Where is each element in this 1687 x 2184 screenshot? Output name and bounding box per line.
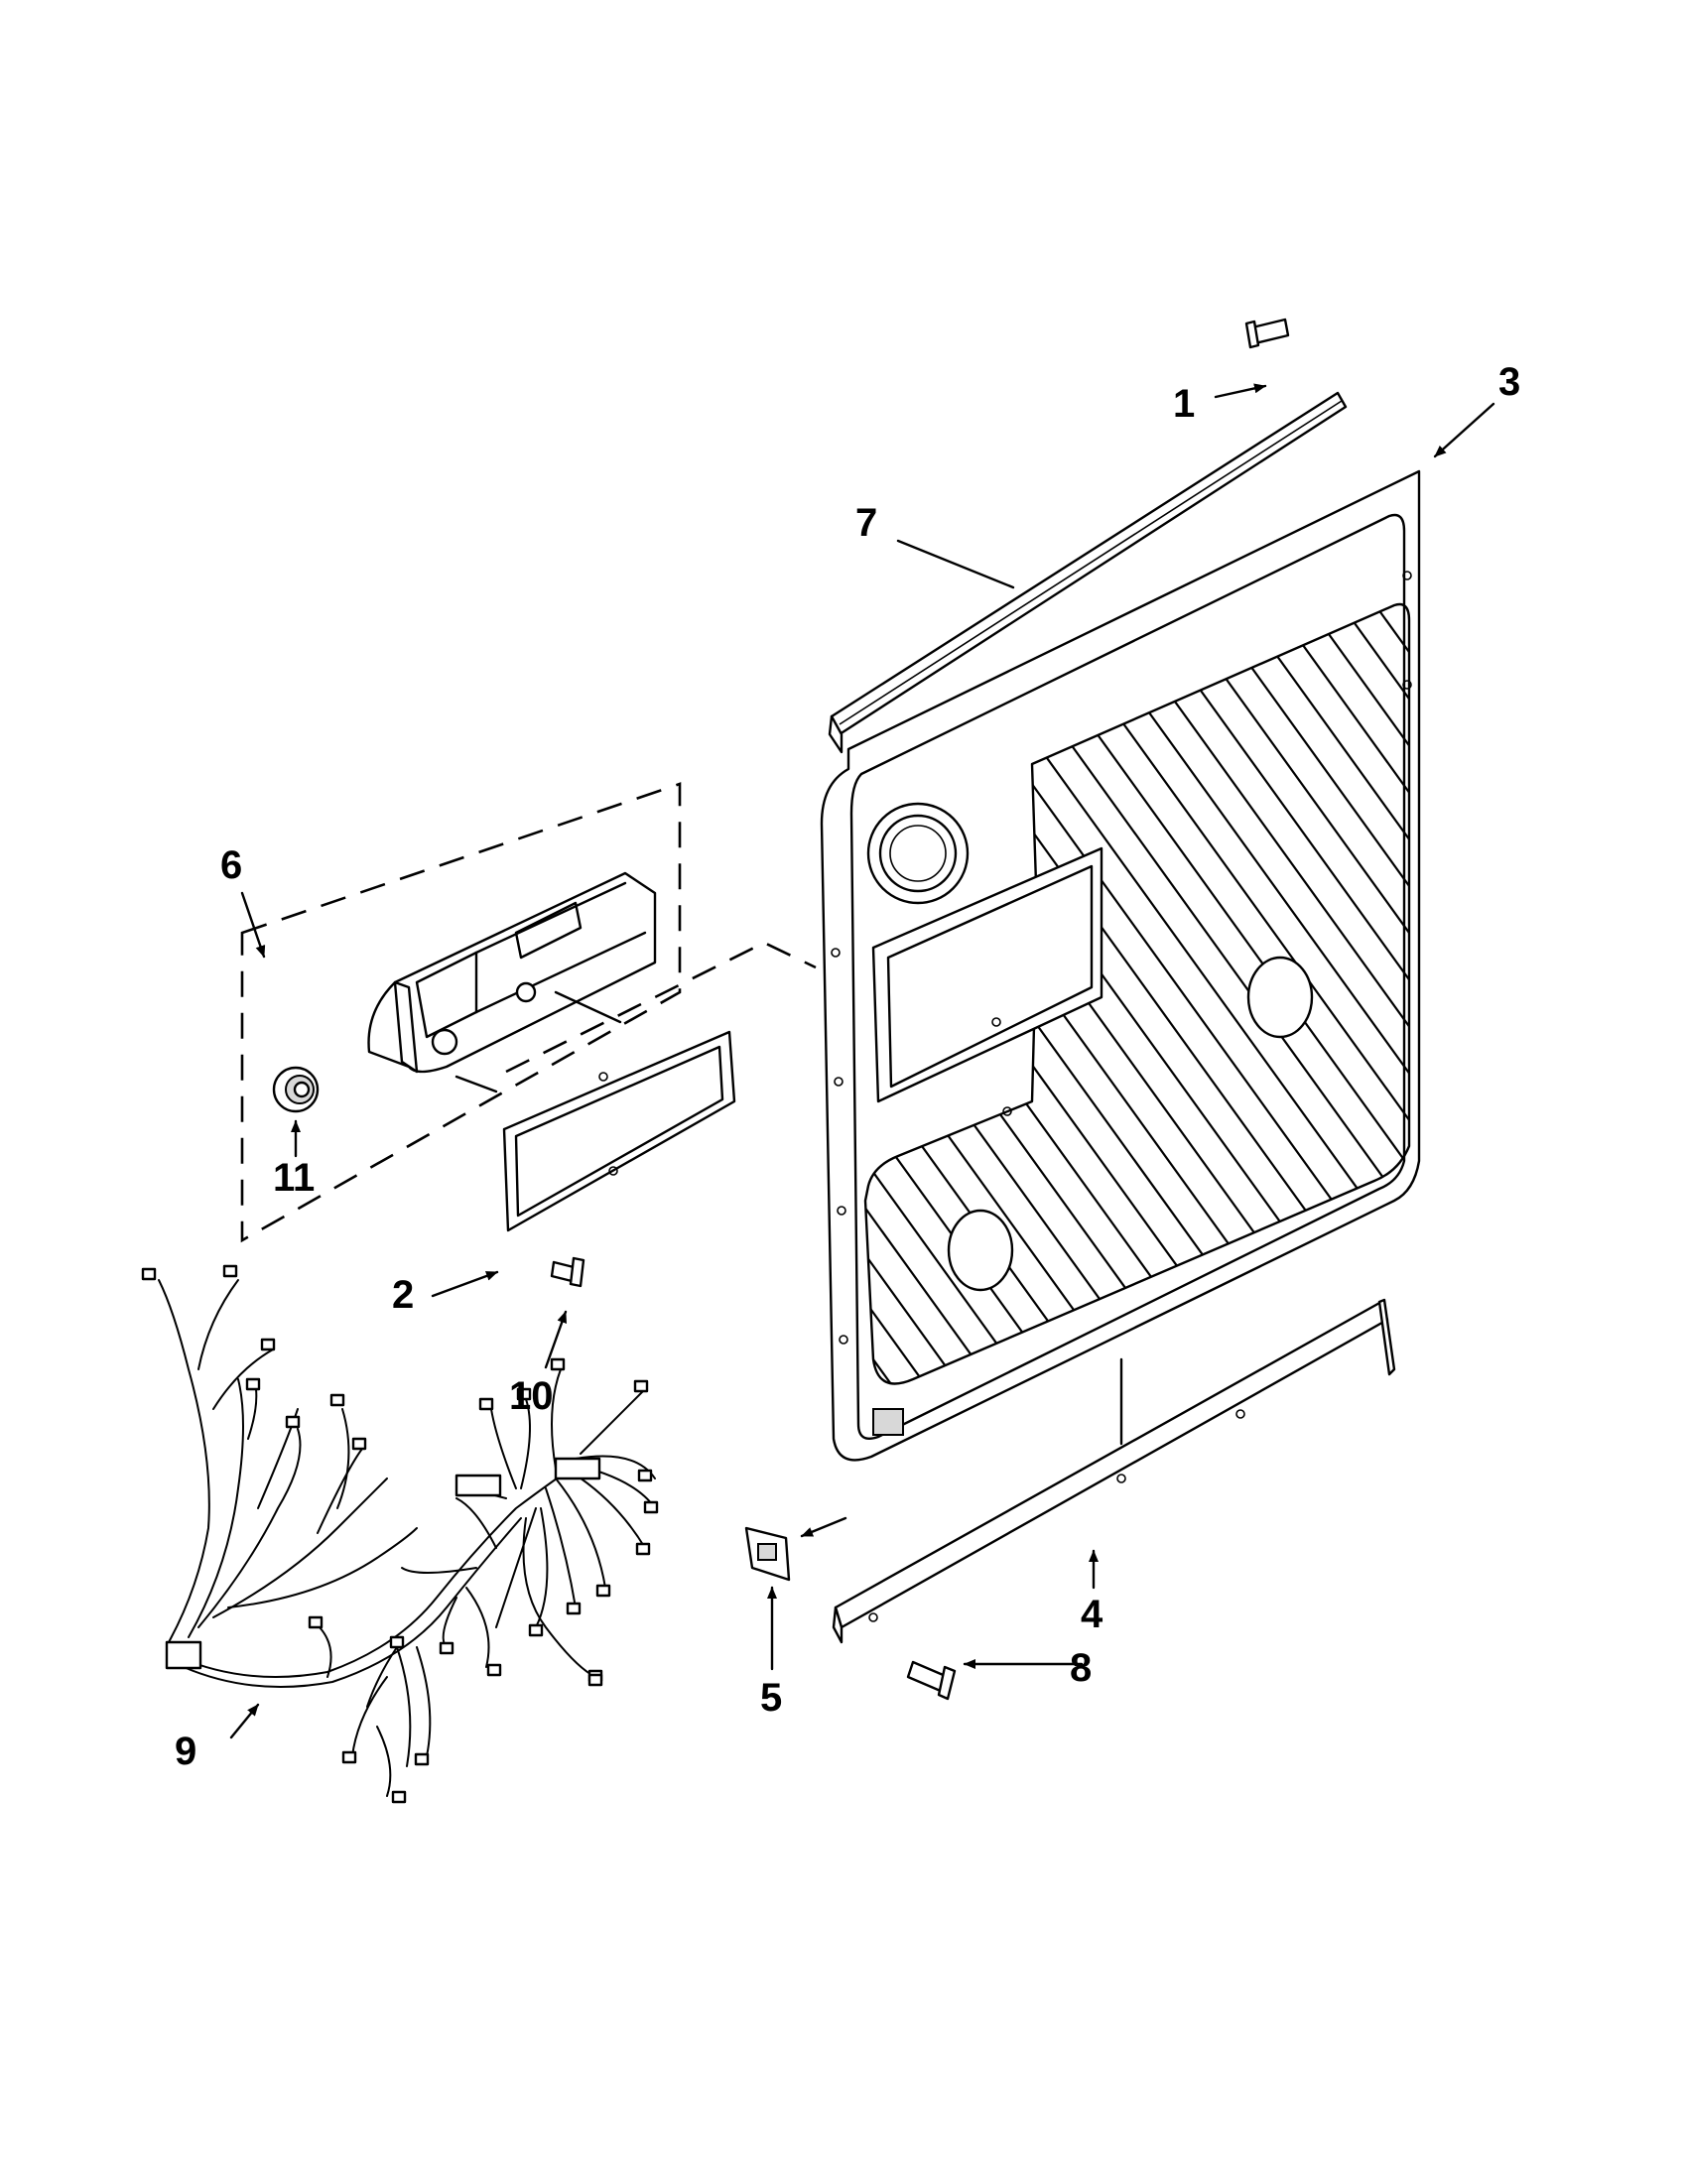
hatch-line — [1136, 604, 1409, 1384]
wire-connector — [528, 1623, 544, 1637]
dispenser-assembly-outline — [240, 782, 817, 1243]
screw-top — [1244, 318, 1290, 349]
wire-connector — [635, 1542, 651, 1556]
callout-5: 5 — [760, 1676, 782, 1720]
wire-connector — [439, 1641, 454, 1655]
hatch-line — [1204, 604, 1409, 1384]
callout-7: 7 — [855, 501, 877, 545]
hatch-line — [1237, 604, 1409, 1384]
wire-connector — [260, 1338, 276, 1351]
hatch-line — [1508, 556, 1687, 1409]
wire-connector — [341, 1750, 357, 1764]
hatch-line — [1406, 604, 1409, 1384]
wire-connector — [486, 1663, 502, 1677]
wire-connector — [478, 1397, 494, 1411]
callout-9: 9 — [175, 1730, 196, 1773]
hatch-line — [1576, 556, 1687, 1409]
callout-3: 3 — [1498, 360, 1520, 404]
wire-connector — [587, 1673, 603, 1687]
callout-labels: 1 2 3 4 5 6 7 8 9 10 11 — [175, 360, 1520, 1773]
hatch-line — [1271, 604, 1409, 1384]
wire-connector — [516, 1387, 532, 1401]
hatch-line — [865, 604, 977, 1384]
callout-6: 6 — [220, 843, 242, 887]
wire-connector — [308, 1615, 324, 1629]
hatch-line — [1441, 556, 1687, 1409]
inner-door-panel — [820, 469, 1687, 1462]
wire-connector — [550, 1357, 566, 1371]
wire-connector — [566, 1602, 582, 1615]
wire-connector — [285, 1415, 301, 1429]
wire-connector — [222, 1264, 238, 1278]
hatch-line — [1103, 604, 1409, 1384]
top-trim-strip — [828, 391, 1348, 754]
wire-harness — [141, 1264, 659, 1804]
screw-dispenser — [550, 1256, 585, 1288]
wire-connector — [643, 1500, 659, 1514]
hatch-line — [865, 604, 1045, 1384]
callout-1: 1 — [1173, 382, 1195, 426]
wire-connector — [245, 1377, 261, 1391]
wire-connector — [595, 1584, 611, 1598]
hatch-line — [1677, 556, 1687, 1409]
wire-connector — [351, 1437, 367, 1451]
clip — [744, 1526, 791, 1582]
wire-connector — [637, 1469, 653, 1482]
hatch-line — [1372, 604, 1409, 1384]
callout-4: 4 — [1081, 1593, 1103, 1636]
callout-11: 11 — [273, 1156, 315, 1200]
wire-connector — [389, 1635, 405, 1649]
hatch-line — [1542, 556, 1687, 1409]
callout-8: 8 — [1070, 1646, 1092, 1690]
hatch-line — [1170, 604, 1409, 1384]
wire-connector — [391, 1790, 407, 1804]
dispenser-gasket — [502, 1030, 736, 1232]
bottom-rail — [832, 1298, 1396, 1644]
callout-2: 2 — [392, 1273, 414, 1317]
knob — [272, 1066, 320, 1113]
callout-10: 10 — [509, 1374, 554, 1418]
wire-connector — [414, 1752, 430, 1766]
hatch-line — [865, 604, 1011, 1384]
hatch-line — [1643, 556, 1687, 1409]
screw-bottom — [906, 1660, 957, 1701]
wire-connector — [329, 1393, 345, 1407]
leader-lines — [229, 383, 1495, 1739]
hatch-line — [1475, 556, 1687, 1409]
wire-connector — [633, 1379, 649, 1393]
hatch-line — [865, 604, 1146, 1384]
dispenser — [367, 871, 657, 1093]
hatch-line — [1610, 556, 1687, 1409]
vent-ring — [866, 802, 970, 905]
wire-connector — [141, 1267, 157, 1281]
